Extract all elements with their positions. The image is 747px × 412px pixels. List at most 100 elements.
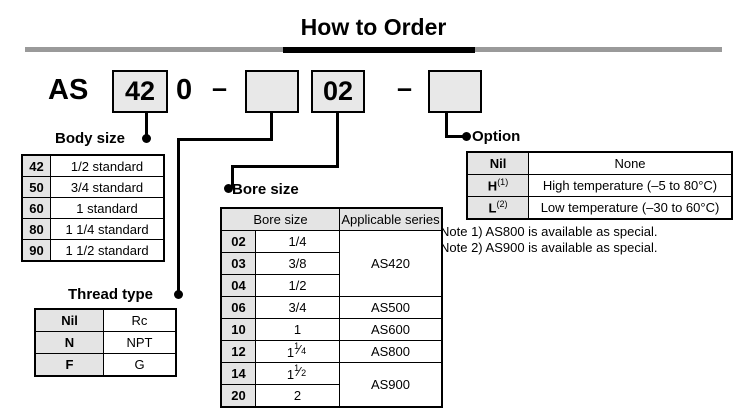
table-row: N NPT bbox=[35, 331, 176, 354]
page-title: How to Order bbox=[300, 14, 447, 40]
option-desc: None bbox=[528, 152, 732, 175]
leader-bore-vertical-top bbox=[336, 113, 339, 168]
bore-size-whole: 1 bbox=[286, 344, 295, 360]
table-option: Nil None H(1) High temperature (–5 to 80… bbox=[466, 151, 733, 220]
leader-thread-horizontal bbox=[177, 138, 273, 141]
body-size-code: 50 bbox=[22, 176, 51, 198]
part-number-box-bore-size[interactable]: 02 bbox=[311, 70, 365, 113]
bore-size-value: 2 bbox=[255, 384, 340, 407]
thread-type-desc: NPT bbox=[103, 331, 176, 354]
header-rule-black bbox=[283, 47, 475, 53]
fraction-one-half: 1⁄2 bbox=[294, 362, 307, 379]
part-number-box-thread-type[interactable] bbox=[245, 70, 299, 113]
bore-code: 20 bbox=[221, 384, 256, 407]
thread-type-code: N bbox=[35, 331, 104, 354]
part-number-box-body-size[interactable]: 42 bbox=[112, 70, 168, 113]
table-row: 50 3/4 standard bbox=[22, 176, 164, 198]
body-size-desc: 3/4 standard bbox=[50, 176, 164, 198]
leader-option-horizontal bbox=[445, 135, 466, 138]
body-size-desc: 1 1/4 standard bbox=[50, 218, 164, 240]
bore-size-value: 1/4 bbox=[255, 230, 340, 253]
leader-thread-dot bbox=[174, 290, 183, 299]
table-bore-size: Bore size Applicable series 02 1/4 AS420… bbox=[220, 207, 443, 408]
thread-type-code: Nil bbox=[35, 309, 104, 332]
table-row: Nil Rc bbox=[35, 309, 176, 332]
table-row: 10 1 AS600 bbox=[221, 318, 442, 341]
leader-option-vertical bbox=[445, 113, 448, 138]
body-size-code: 80 bbox=[22, 218, 51, 240]
body-size-code: 60 bbox=[22, 197, 51, 219]
leader-bore-dot bbox=[224, 184, 233, 193]
table-header-row: Bore size Applicable series bbox=[221, 208, 442, 231]
body-size-code: 90 bbox=[22, 239, 51, 261]
table-row: 03 3/8 bbox=[221, 252, 442, 275]
table-row: 80 1 1/4 standard bbox=[22, 218, 164, 240]
option-code: Nil bbox=[467, 152, 529, 175]
thread-type-desc: Rc bbox=[103, 309, 176, 332]
page-title-wrap: How to Order bbox=[0, 14, 747, 40]
part-number-dash-2: – bbox=[397, 73, 413, 103]
bore-code: 14 bbox=[221, 362, 256, 385]
bore-size-whole: 1 bbox=[286, 366, 295, 382]
bore-series: AS420 bbox=[339, 230, 442, 297]
bore-size-header: Bore size bbox=[221, 208, 340, 231]
body-size-desc: 1 1/2 standard bbox=[50, 239, 164, 261]
option-code: H(1) bbox=[467, 174, 529, 197]
caption-bore-size: Bore size bbox=[232, 181, 299, 198]
bore-series: AS600 bbox=[339, 318, 442, 341]
table-row: 60 1 standard bbox=[22, 197, 164, 219]
caption-thread-type: Thread type bbox=[68, 286, 154, 303]
table-row: 02 1/4 AS420 bbox=[221, 230, 442, 297]
bore-size-value: 1 bbox=[255, 318, 340, 341]
table-body-size: 42 1/2 standard 50 3/4 standard 60 1 sta… bbox=[21, 154, 165, 262]
option-code-text: L bbox=[488, 200, 497, 216]
leader-thread-vertical-bottom bbox=[177, 138, 180, 294]
bore-code: 10 bbox=[221, 318, 256, 341]
leader-body-size-vertical bbox=[145, 113, 148, 139]
option-note-1: Note 1) AS800 is available as special. bbox=[440, 224, 658, 239]
table-row: 20 2 bbox=[221, 384, 442, 407]
option-code-text: H bbox=[487, 178, 498, 194]
table-row: F G bbox=[35, 353, 176, 376]
option-code-text: Nil bbox=[489, 156, 507, 171]
bore-series: AS500 bbox=[339, 296, 442, 319]
option-code: L(2) bbox=[467, 196, 529, 219]
table-thread-type: Nil Rc N NPT F G bbox=[34, 308, 177, 377]
part-number-box-option[interactable] bbox=[428, 70, 482, 113]
bore-code: 03 bbox=[221, 252, 256, 275]
leader-bore-vertical-bottom bbox=[231, 165, 234, 188]
bore-size-value: 1/2 bbox=[255, 274, 340, 297]
bore-size-value: 3/4 bbox=[255, 296, 340, 319]
leader-option-dot bbox=[462, 132, 471, 141]
part-number-dash-1: – bbox=[212, 73, 228, 103]
table-row: 42 1/2 standard bbox=[22, 155, 164, 177]
option-note-2: Note 2) AS900 is available as special. bbox=[440, 240, 658, 255]
option-footnote-marker: (2) bbox=[496, 199, 508, 210]
leader-thread-vertical-top bbox=[270, 113, 273, 141]
bore-code: 04 bbox=[221, 274, 256, 297]
table-row: Nil None bbox=[467, 152, 732, 175]
option-footnote-marker: (1) bbox=[497, 177, 509, 188]
part-number-prefix: AS bbox=[48, 74, 89, 106]
option-desc: Low temperature (–30 to 60°C) bbox=[528, 196, 732, 219]
caption-body-size: Body size bbox=[55, 130, 126, 147]
applicable-series-header: Applicable series bbox=[339, 208, 442, 231]
bore-series: AS900 bbox=[339, 362, 442, 407]
bore-code: 12 bbox=[221, 340, 256, 363]
bore-size-value: 3/8 bbox=[255, 252, 340, 275]
leader-body-size-dot bbox=[142, 134, 151, 143]
part-number-series-digit: 0 bbox=[176, 74, 193, 106]
thread-type-desc: G bbox=[103, 353, 176, 376]
table-row: 90 1 1/2 standard bbox=[22, 239, 164, 261]
caption-option: Option bbox=[472, 128, 521, 145]
bore-code: 06 bbox=[221, 296, 256, 319]
bore-code: 02 bbox=[221, 230, 256, 253]
thread-type-code: F bbox=[35, 353, 104, 376]
table-row: 06 3/4 AS500 bbox=[221, 296, 442, 319]
leader-bore-horizontal bbox=[231, 165, 339, 168]
